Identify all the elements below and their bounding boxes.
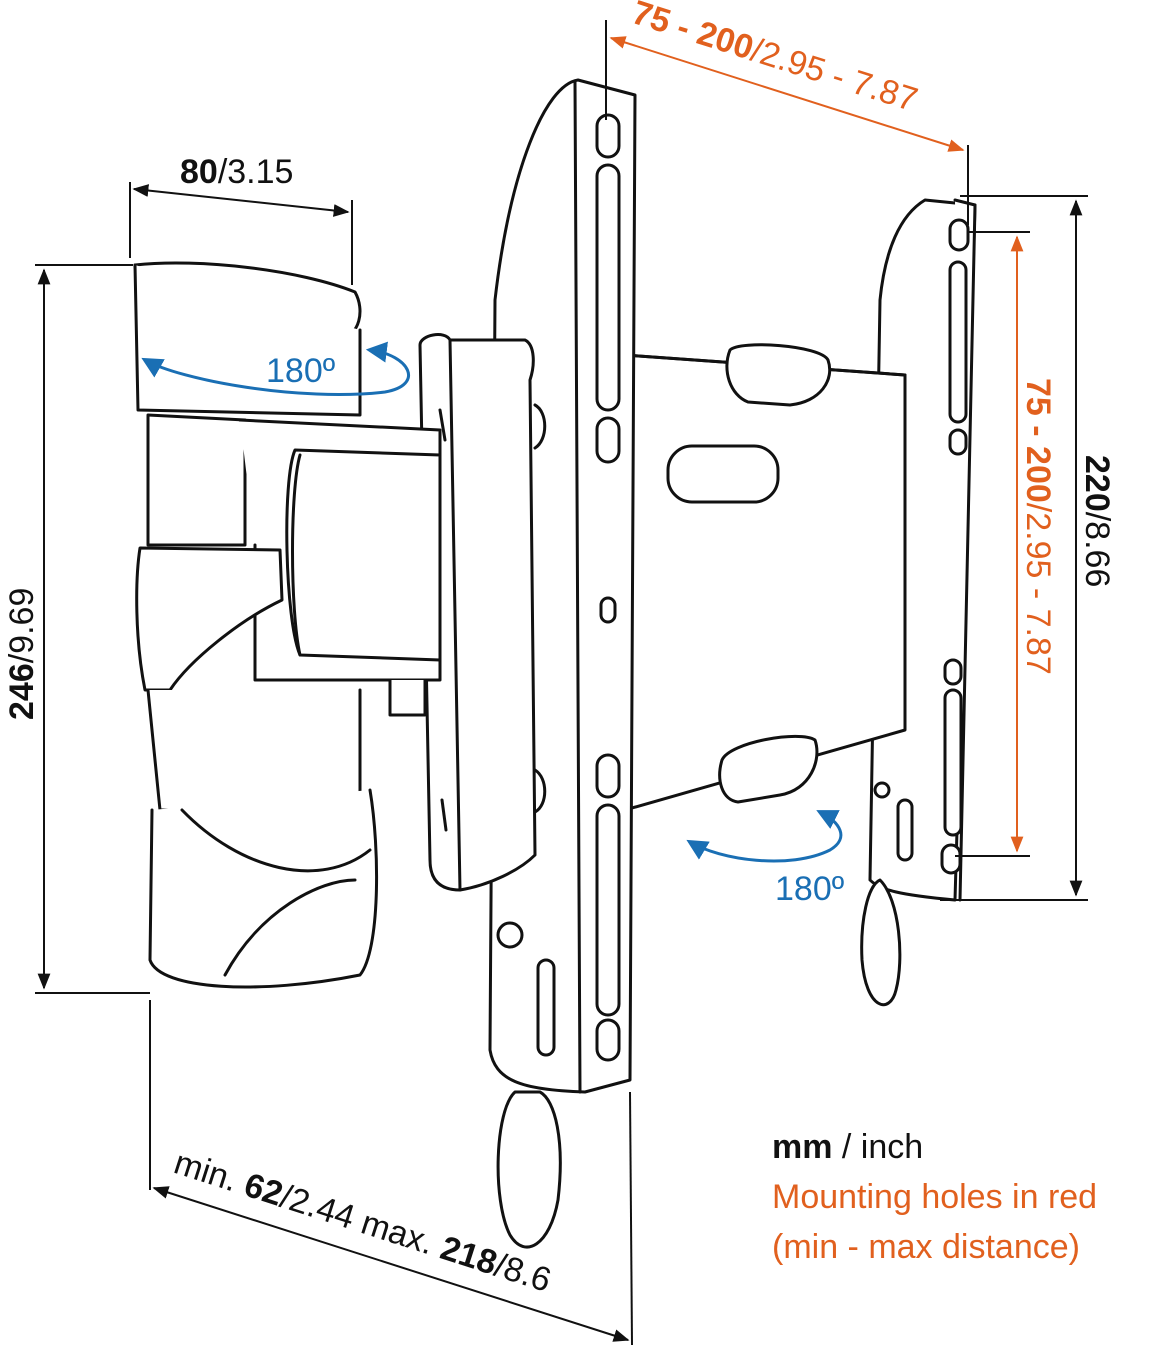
legend: mm / inch Mounting holes in red (min - m… [772,1122,1097,1272]
plate-height-label: 220/8.66 [1078,455,1116,587]
rotation-arrow-bottom [686,810,843,863]
mounting-hole-dimensions [605,20,1030,857]
holes-horizontal-label: 75 - 200/2.95 - 7.87 [628,0,922,119]
dimension-lines [35,182,1088,1346]
swivel-arm [133,261,442,989]
legend-holes-note: Mounting holes in red [772,1178,1098,1216]
legend-units: mm / inch [772,1128,924,1166]
rotation-label-top: 180º [266,352,335,390]
arm-width-label: 80/3.15 [180,153,293,191]
legend-distance-note: (min - max distance) [772,1228,1080,1266]
rotation-label-bottom: 180º [775,870,844,908]
dim-holes-horizontal-line [609,36,965,152]
dim-depth-line [152,1186,630,1342]
dim-arm-width-line [132,184,350,217]
holes-vertical-label: 75 - 200/2.95 - 7.87 [1019,378,1057,675]
cross-bar [623,343,907,1007]
rotation-arrow-top [141,341,410,396]
arm-height-label: 246/9.69 [3,588,41,720]
mount-illustration [133,78,977,1249]
rotation-arrows [141,341,843,863]
front-bracket [418,333,537,892]
